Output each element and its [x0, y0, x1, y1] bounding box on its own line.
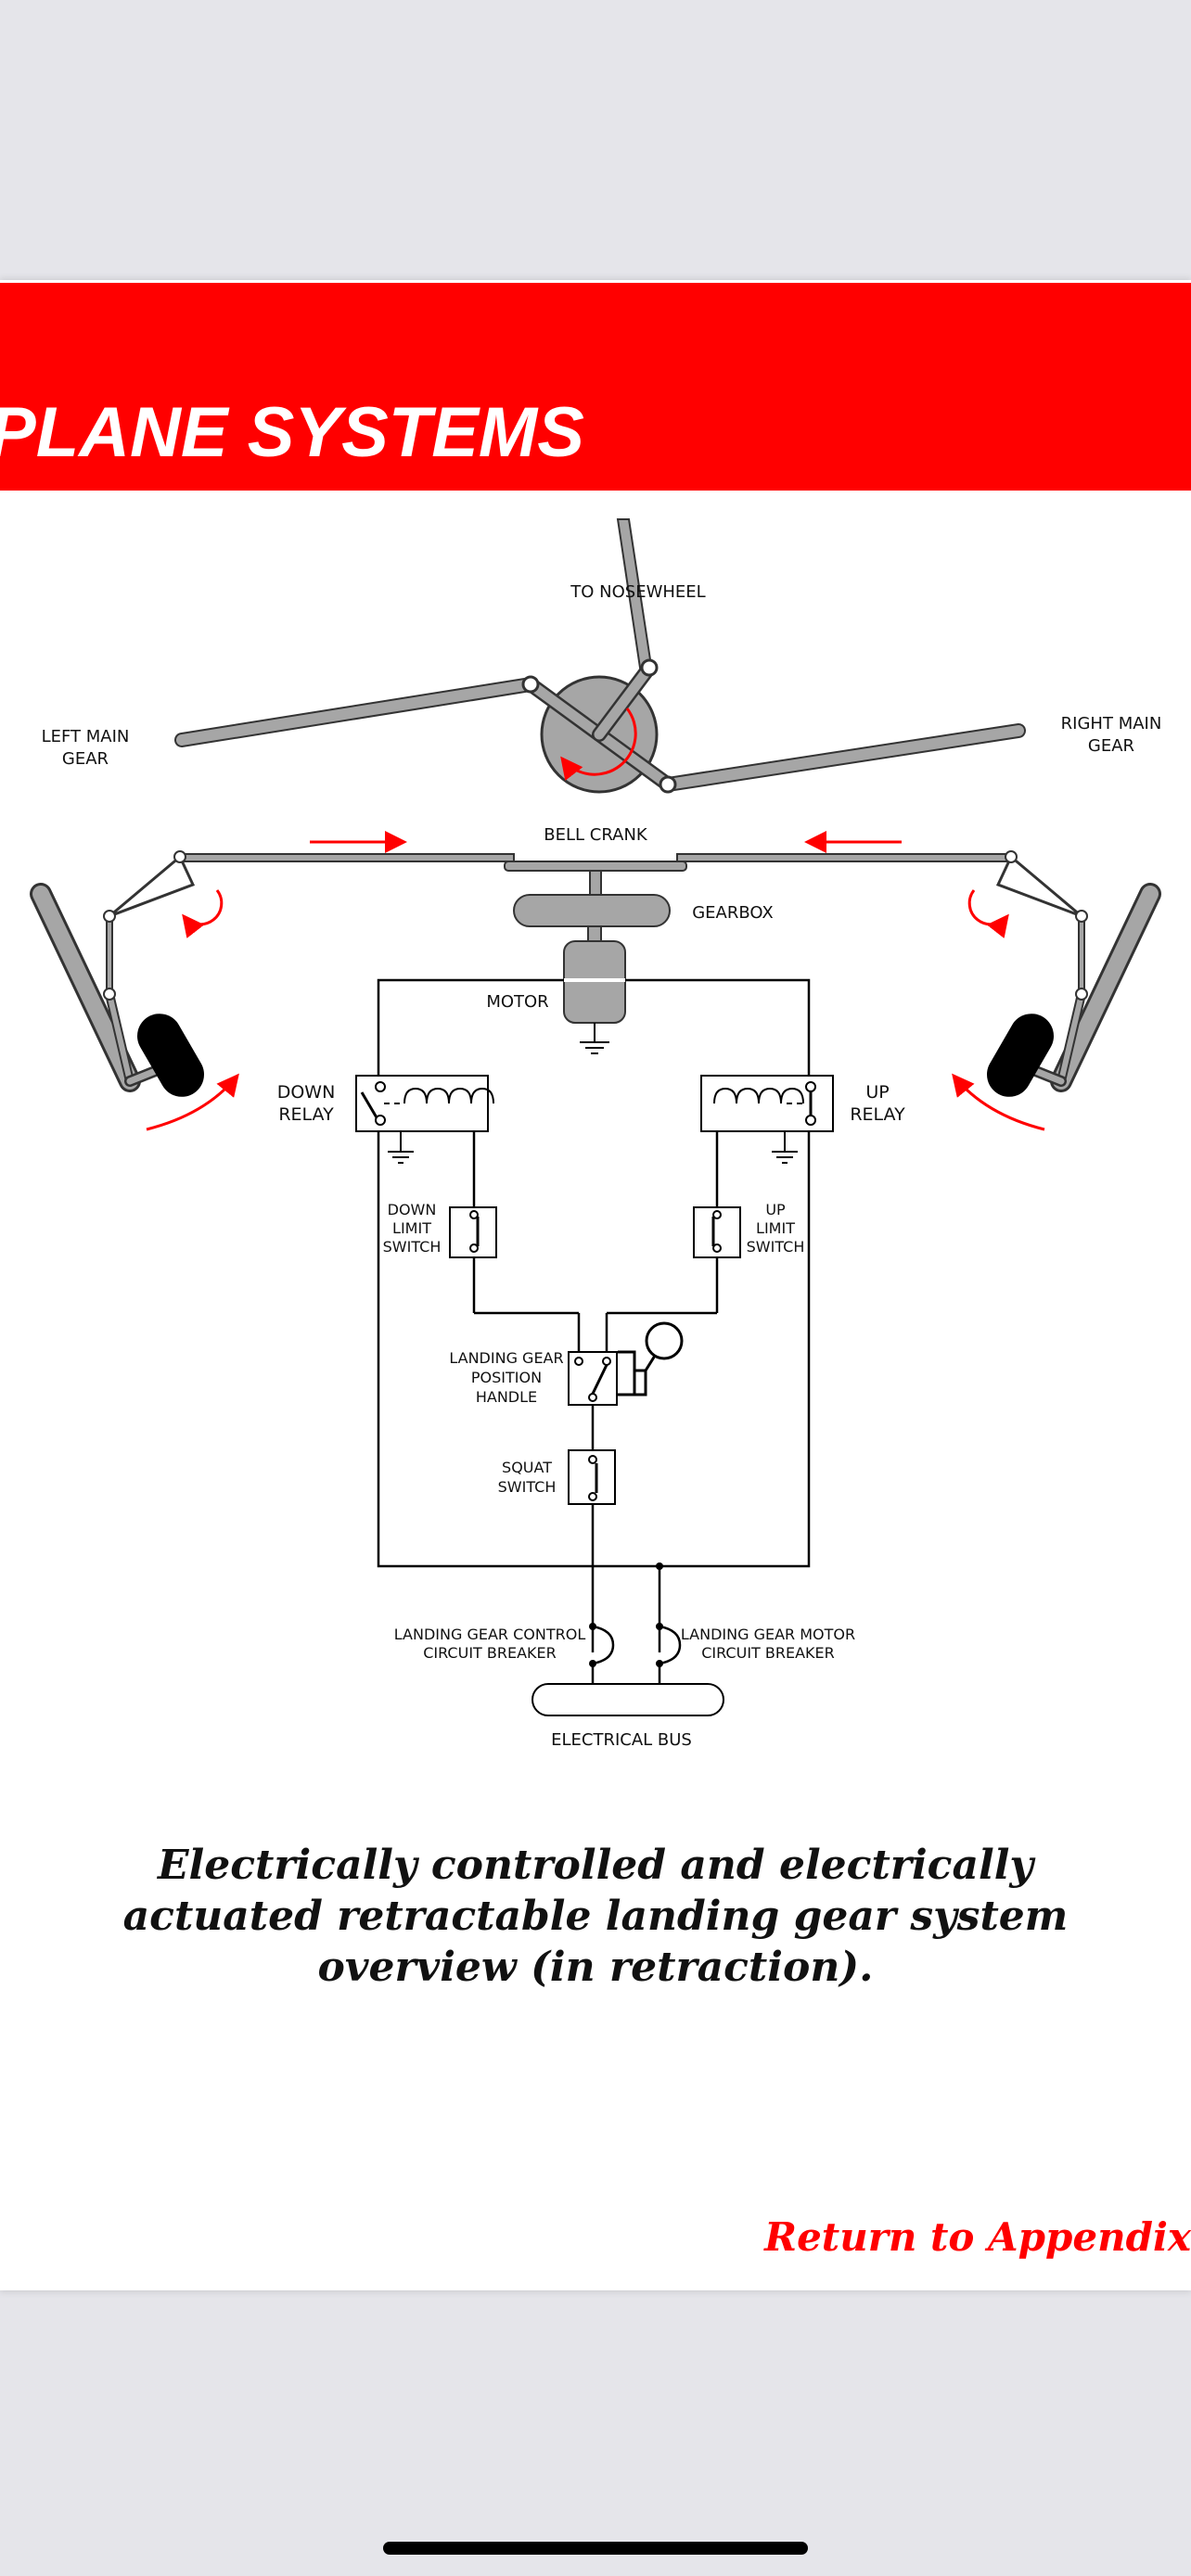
up-relay-label-1: UP — [865, 1082, 889, 1103]
right-main-gear-label-2: GEAR — [1088, 736, 1134, 756]
gearbox — [513, 870, 671, 944]
motor — [563, 940, 626, 1054]
up-limit-label-3: SWITCH — [747, 1238, 805, 1256]
up-limit-switch — [693, 1206, 741, 1258]
up-limit-label-2: LIMIT — [756, 1219, 795, 1237]
ctrl-cb-label-1: LANDING GEAR CONTROL — [394, 1626, 586, 1643]
left-main-gear-label-2: GEAR — [62, 749, 109, 769]
gearbox-label: GEARBOX — [692, 903, 774, 923]
push-rods — [179, 853, 1012, 872]
left-main-gear-label-1: LEFT MAIN — [42, 727, 130, 746]
down-limit-switch — [449, 1206, 497, 1258]
left-gear-rod — [174, 677, 538, 747]
handle-label-1: LANDING GEAR — [449, 1349, 563, 1367]
handle-label-2: POSITION — [471, 1369, 542, 1386]
right-gear-rod — [660, 723, 1026, 792]
left-main-gear — [30, 850, 239, 1131]
circuit-wiring — [377, 978, 811, 1652]
electrical-bus-label: ELECTRICAL BUS — [551, 1730, 692, 1750]
ctrl-cb-label-2: CIRCUIT BREAKER — [423, 1644, 557, 1662]
bell-crank-wheel — [521, 658, 677, 794]
down-relay — [355, 1075, 494, 1164]
electrical-bus — [531, 1683, 724, 1716]
up-relay — [700, 1075, 834, 1164]
gear-position-handle — [568, 1321, 684, 1406]
control-circuit-breaker — [589, 1562, 663, 1684]
up-limit-label-1: UP — [765, 1201, 786, 1218]
slide: PLANE SYSTEMS TO NOSEWHEEL — [0, 280, 1191, 2290]
down-limit-label-1: DOWN — [388, 1201, 437, 1218]
up-relay-label-2: RELAY — [850, 1104, 905, 1125]
down-limit-label-2: LIMIT — [392, 1219, 431, 1237]
squat-label-1: SQUAT — [502, 1459, 552, 1476]
motor-cb-label-1: LANDING GEAR MOTOR — [681, 1626, 855, 1643]
page-title: PLANE SYSTEMS — [0, 393, 584, 472]
bell-crank-label: BELL CRANK — [544, 825, 648, 845]
down-relay-label-2: RELAY — [278, 1104, 334, 1125]
landing-gear-diagram: TO NOSEWHEEL LEFT MAIN GEAR RIGHT MAIN G… — [30, 518, 1162, 1750]
right-main-gear — [952, 850, 1161, 1131]
figure-caption: Electrically controlled and electrically… — [122, 1842, 1069, 1991]
down-limit-label-3: SWITCH — [383, 1238, 442, 1256]
motor-label: MOTOR — [486, 992, 548, 1012]
motor-cb-label-2: CIRCUIT BREAKER — [701, 1644, 835, 1662]
squat-label-2: SWITCH — [498, 1478, 557, 1496]
motor-circuit-breaker — [656, 1623, 682, 1684]
right-main-gear-label-1: RIGHT MAIN — [1061, 714, 1162, 733]
to-nosewheel-label: TO NOSEWHEEL — [570, 582, 705, 602]
squat-switch — [568, 1449, 616, 1505]
home-indicator[interactable] — [383, 2542, 808, 2555]
header-banner: PLANE SYSTEMS — [0, 283, 1191, 491]
down-relay-label-1: DOWN — [277, 1082, 336, 1103]
return-to-appendix-link[interactable]: Return to Appendix — [764, 2214, 1191, 2260]
handle-label-3: HANDLE — [476, 1388, 537, 1406]
